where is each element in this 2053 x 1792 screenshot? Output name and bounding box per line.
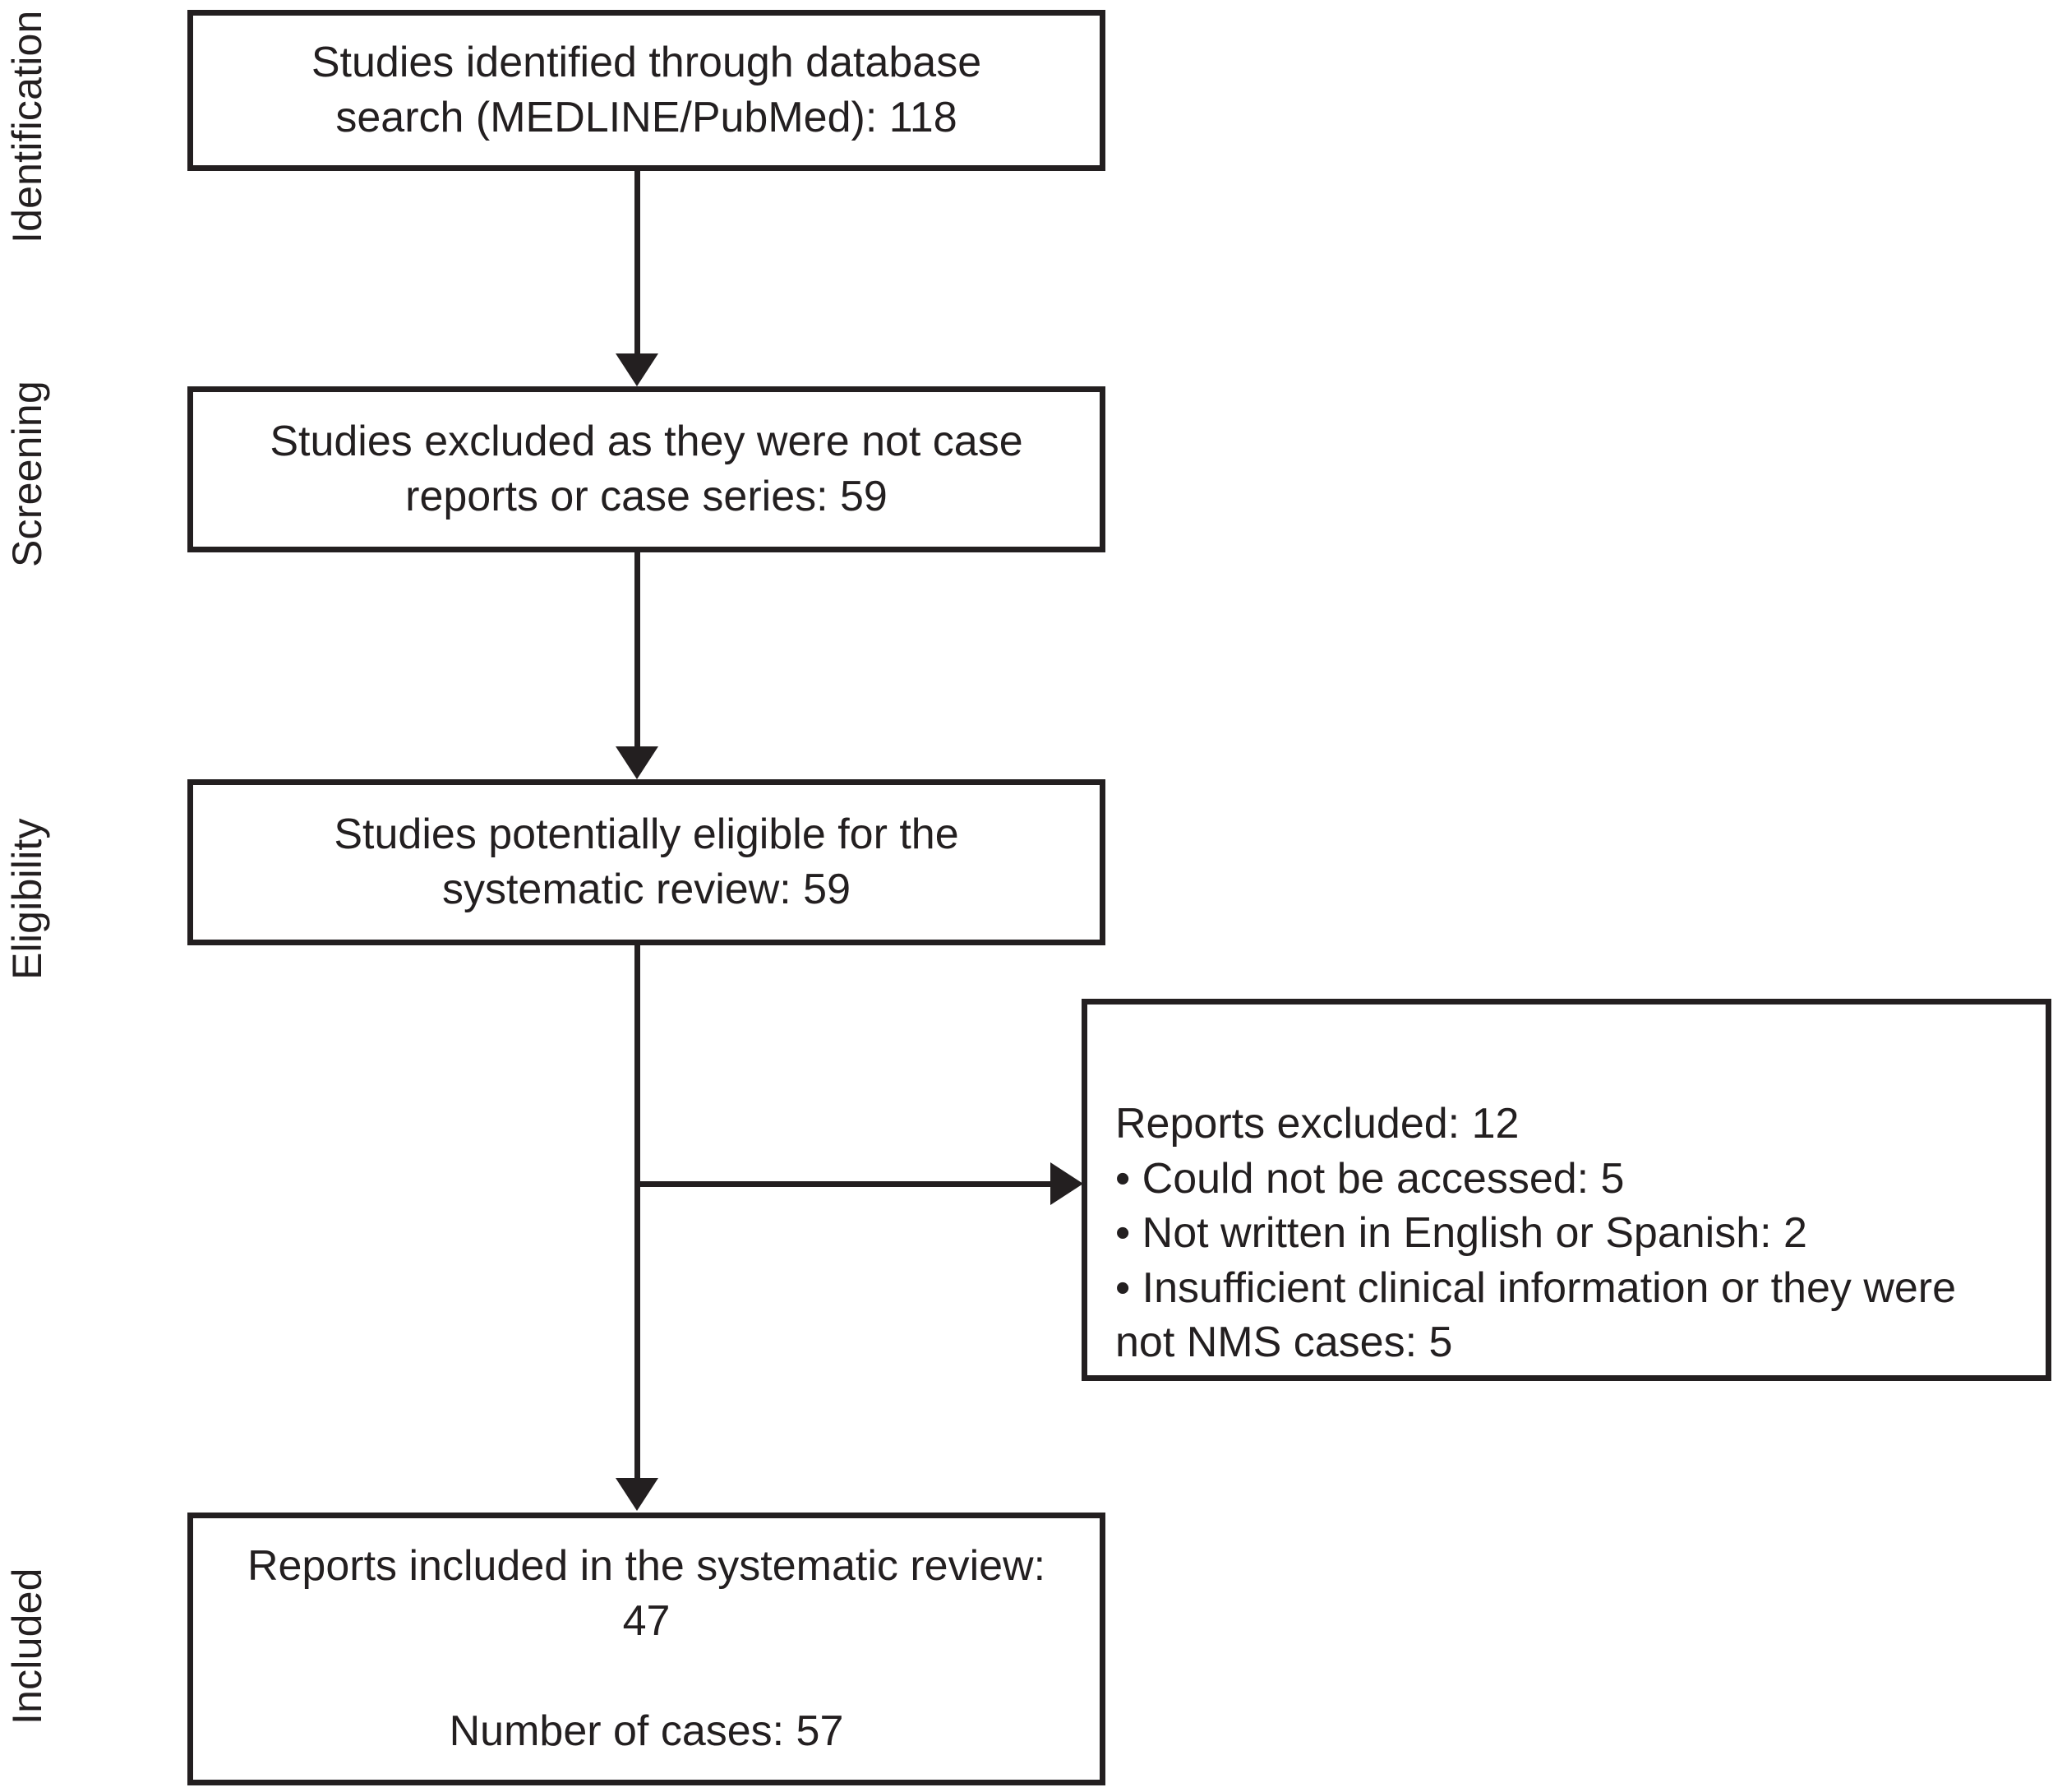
connector-eligible-to-included: [634, 945, 640, 1481]
box-studies-excluded-not-case: Studies excluded as they were not case r…: [187, 386, 1105, 552]
stage-label-eligibility: Eligibility: [4, 818, 50, 980]
box-studies-identified-line-1: Studies identified through database: [311, 39, 982, 87]
box-reports-included: Reports included in the systematic revie…: [187, 1513, 1105, 1785]
box-reports-included-line-2: Number of cases: 57: [449, 1707, 844, 1756]
box-studies-identified-line-2: search (MEDLINE/PubMed): 118: [335, 94, 957, 141]
reports-excluded-heading: Reports excluded: 12: [1115, 1100, 1520, 1148]
box-studies-excluded-not-case-line-2: reports or case series: 59: [405, 473, 888, 520]
stage-label-identification: Identification: [4, 10, 50, 243]
box-reports-excluded-text: Reports excluded: 12 • Could not be acce…: [1087, 1005, 2046, 1370]
connector-identified-to-screened: [634, 171, 640, 356]
box-studies-identified-text: Studies identified through database sear…: [193, 35, 1100, 145]
reports-excluded-bullet-3: • Insufficient clinical information or t…: [1115, 1263, 1957, 1367]
box-reports-included-line-1: Reports included in the systematic revie…: [247, 1542, 1046, 1645]
box-studies-identified: Studies identified through database sear…: [187, 10, 1105, 171]
box-studies-excluded-not-case-line-1: Studies excluded as they were not case: [270, 418, 1023, 466]
arrow-eligible-to-reports-excluded: [1050, 1162, 1083, 1205]
connector-eligible-to-reports-excluded: [637, 1181, 1052, 1187]
stage-label-included: Included: [4, 1568, 50, 1725]
box-studies-excluded-not-case-text: Studies excluded as they were not case r…: [193, 414, 1100, 524]
box-studies-potentially-eligible-line-2: systematic review: 59: [441, 866, 851, 913]
reports-excluded-bullet-2: • Not written in English or Spanish: 2: [1115, 1209, 1807, 1258]
stage-label-screening: Screening: [4, 381, 50, 567]
box-reports-excluded: Reports excluded: 12 • Could not be acce…: [1082, 999, 2051, 1381]
box-studies-potentially-eligible-text: Studies potentially eligible for the sys…: [193, 807, 1100, 917]
box-reports-included-text: Reports included in the systematic revie…: [193, 1539, 1100, 1759]
connector-screened-to-eligible: [634, 552, 640, 750]
arrow-screened-to-eligible: [616, 746, 658, 779]
reports-excluded-bullet-1: • Could not be accessed: 5: [1115, 1154, 1625, 1203]
arrow-identified-to-screened: [616, 353, 658, 386]
box-studies-potentially-eligible: Studies potentially eligible for the sys…: [187, 779, 1105, 945]
box-studies-potentially-eligible-line-1: Studies potentially eligible for the: [334, 811, 959, 859]
arrow-eligible-to-included: [616, 1478, 658, 1511]
